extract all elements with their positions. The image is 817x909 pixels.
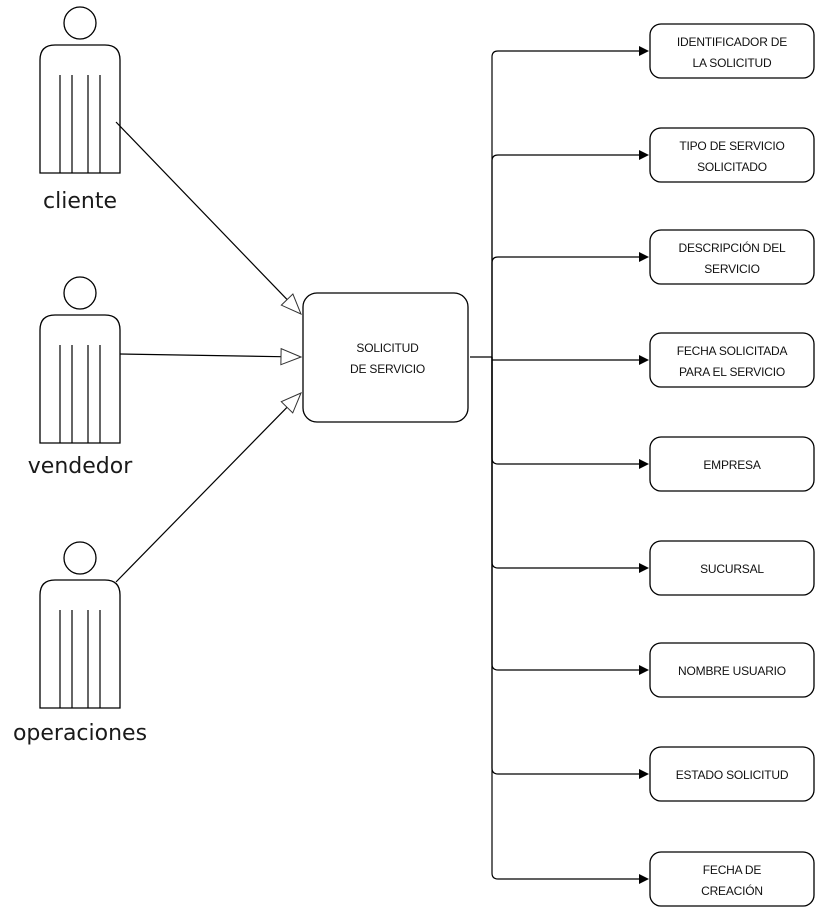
attribute-label: LA SOLICITUD — [693, 56, 772, 70]
association-line — [119, 353, 282, 358]
actor-body-icon — [39, 314, 121, 444]
attribute-box-shape — [649, 746, 815, 802]
hollow-arrowhead-icon — [280, 392, 302, 414]
attribute-box-empresa: EMPRESA — [649, 436, 815, 492]
central-box-shape — [302, 292, 469, 423]
solid-arrowhead-icon — [639, 46, 649, 56]
attribute-box-nombre-usuario: NOMBRE USUARIO — [649, 642, 815, 698]
attribute-label: DESCRIPCIÓN DEL — [678, 240, 786, 255]
attribute-box-sucursal: SUCURSAL — [649, 540, 815, 596]
actor-operaciones: operaciones — [13, 541, 147, 746]
attribute-box-fecha-creacion: FECHA DE CREACIÓN — [649, 851, 815, 907]
actor-label: vendedor — [28, 454, 133, 479]
hollow-arrowhead-icon — [280, 347, 303, 366]
actors-layer: cliente vendedor operaciones — [13, 6, 147, 746]
actor-label: cliente — [43, 189, 117, 214]
connector-line — [491, 357, 640, 880]
association-line — [115, 406, 288, 583]
actor-body-icon — [39, 44, 121, 174]
connector-line — [491, 154, 640, 357]
hollow-arrowhead-icon — [280, 293, 302, 315]
attribute-label: TIPO DE SERVICIO — [679, 139, 784, 153]
attribute-box-shape — [649, 436, 815, 492]
solid-arrowhead-icon — [639, 150, 649, 160]
actor-head-icon — [63, 276, 97, 310]
central-box: SOLICITUD DE SERVICIO — [302, 292, 469, 423]
attribute-label: SERVICIO — [704, 262, 760, 276]
connector-line — [491, 256, 640, 357]
connector-line — [491, 357, 640, 671]
boxes-layer: SOLICITUD DE SERVICIO IDENTIFICADOR DE LA S… — [302, 23, 815, 907]
attribute-label: IDENTIFICADOR DE — [677, 35, 787, 49]
attribute-box-shape — [649, 229, 815, 285]
solid-arrowhead-icon — [639, 769, 649, 779]
solid-arrowhead-icon — [639, 355, 649, 365]
attribute-box-shape — [649, 851, 815, 907]
actor-vendedor: vendedor — [28, 276, 133, 479]
connector-line — [491, 357, 640, 569]
attribute-box-shape — [649, 642, 815, 698]
actor-body-icon — [39, 579, 121, 709]
attribute-label: FECHA SOLICITADA — [677, 344, 788, 358]
solid-arrowhead-icon — [639, 665, 649, 675]
attribute-label: ESTADO SOLICITUD — [676, 768, 789, 782]
attribute-box-shape — [649, 540, 815, 596]
connector-line — [491, 357, 640, 465]
attribute-box-shape — [649, 23, 815, 79]
attribute-box-shape — [649, 127, 815, 183]
attribute-box-identificador: IDENTIFICADOR DE LA SOLICITUD — [649, 23, 815, 79]
attribute-box-fecha-solicitada: FECHA SOLICITADA PARA EL SERVICIO — [649, 332, 815, 388]
attribute-label: SUCURSAL — [700, 562, 764, 576]
attribute-box-shape — [649, 332, 815, 388]
attribute-label: PARA EL SERVICIO — [679, 365, 785, 379]
solid-arrowhead-icon — [639, 459, 649, 469]
solid-arrowhead-icon — [639, 563, 649, 573]
attribute-label: EMPRESA — [703, 458, 760, 472]
attribute-label: NOMBRE USUARIO — [678, 664, 786, 678]
solid-arrowhead-icon — [639, 874, 649, 884]
attribute-label: CREACIÓN — [701, 883, 763, 898]
central-box-label: DE SERVICIO — [350, 362, 425, 376]
actor-head-icon — [63, 6, 97, 40]
association-line — [115, 121, 288, 301]
actor-label: operaciones — [13, 721, 147, 746]
connector-line — [491, 357, 640, 775]
attribute-box-tipo-servicio: TIPO DE SERVICIO SOLICITADO — [649, 127, 815, 183]
attribute-box-estado-solicitud: ESTADO SOLICITUD — [649, 746, 815, 802]
central-box-label: SOLICITUD — [356, 341, 419, 355]
solid-arrowhead-icon — [639, 252, 649, 262]
actor-cliente: cliente — [39, 6, 121, 214]
actor-head-icon — [63, 541, 97, 575]
connector-line — [491, 50, 640, 357]
attribute-box-descripcion: DESCRIPCIÓN DEL SERVICIO — [649, 229, 815, 285]
connectors-layer — [115, 46, 649, 884]
attribute-label: SOLICITADO — [697, 160, 767, 174]
attribute-label: FECHA DE — [703, 863, 762, 877]
